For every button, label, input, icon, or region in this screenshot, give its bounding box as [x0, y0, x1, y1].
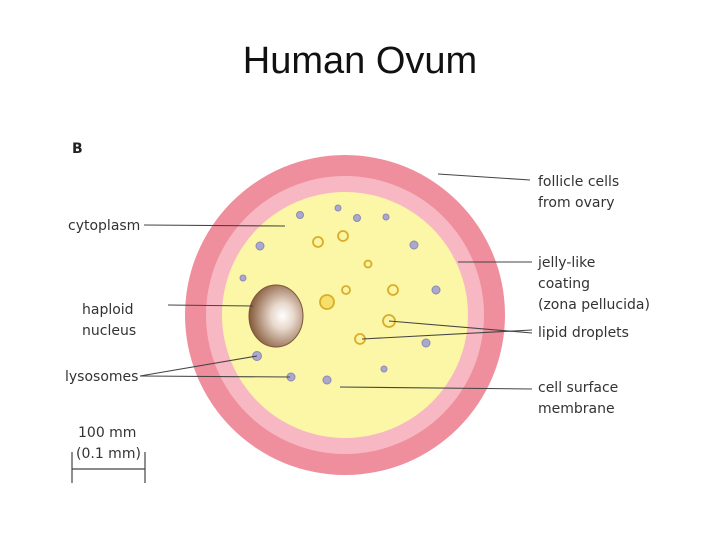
lysosome-group: [239, 204, 441, 385]
lysosome: [382, 213, 390, 221]
lipid-droplet: [341, 285, 351, 295]
page-title: Human Ovum: [242, 40, 478, 82]
lysosome-leader-2: [139, 375, 291, 378]
lipid-droplet: [312, 236, 324, 248]
nucleus-leader: [167, 304, 254, 307]
jelly-coating-label-line1: jelly-like: [537, 255, 595, 271]
lysosome: [431, 285, 441, 295]
lysosome-leader-1: [139, 355, 258, 377]
lysosome: [255, 241, 265, 251]
lysosome: [353, 214, 361, 222]
cytoplasm-label: cytoplasm: [68, 218, 140, 234]
lysosome: [239, 274, 247, 282]
cell-membrane-label-line2: membrane: [538, 401, 615, 417]
lysosome: [296, 211, 304, 219]
membrane-leader: [339, 386, 533, 390]
scale-bar: [71, 452, 146, 483]
panel-label: B: [72, 141, 83, 157]
lipid-droplet: [387, 284, 399, 296]
jelly-coating-label-line2: coating: [538, 276, 590, 292]
lysosomes-label: lysosomes: [65, 369, 138, 385]
lipid-droplet: [337, 230, 349, 242]
lysosome: [334, 204, 342, 212]
lysosome: [409, 240, 419, 250]
lipid-droplet: [363, 259, 373, 269]
haploid-nucleus-label-line1: haploid: [82, 302, 134, 318]
scale-bar-label-line2: (0.1 mm): [76, 446, 141, 462]
lysosome: [421, 338, 431, 348]
lipid-droplets-label: lipid droplets: [538, 325, 629, 341]
lipid-droplet-leader-2: [361, 329, 533, 340]
scale-bar-label-line1: 100 mm: [78, 425, 136, 441]
follicle-cells-leader: [437, 173, 531, 181]
lysosome: [380, 365, 388, 373]
haploid-nucleus-label-line2: nucleus: [82, 323, 136, 339]
cytoplasm-leader: [143, 224, 286, 227]
lysosome: [322, 375, 332, 385]
jelly-coating-label-line3: (zona pellucida): [538, 297, 650, 313]
cell-membrane-label-line1: cell surface: [538, 380, 618, 396]
lipid-droplet: [319, 294, 335, 310]
haploid-nucleus: [248, 284, 304, 348]
follicle-cells-label-line2: from ovary: [538, 195, 615, 211]
follicle-cells-label-line1: follicle cells: [538, 174, 619, 190]
